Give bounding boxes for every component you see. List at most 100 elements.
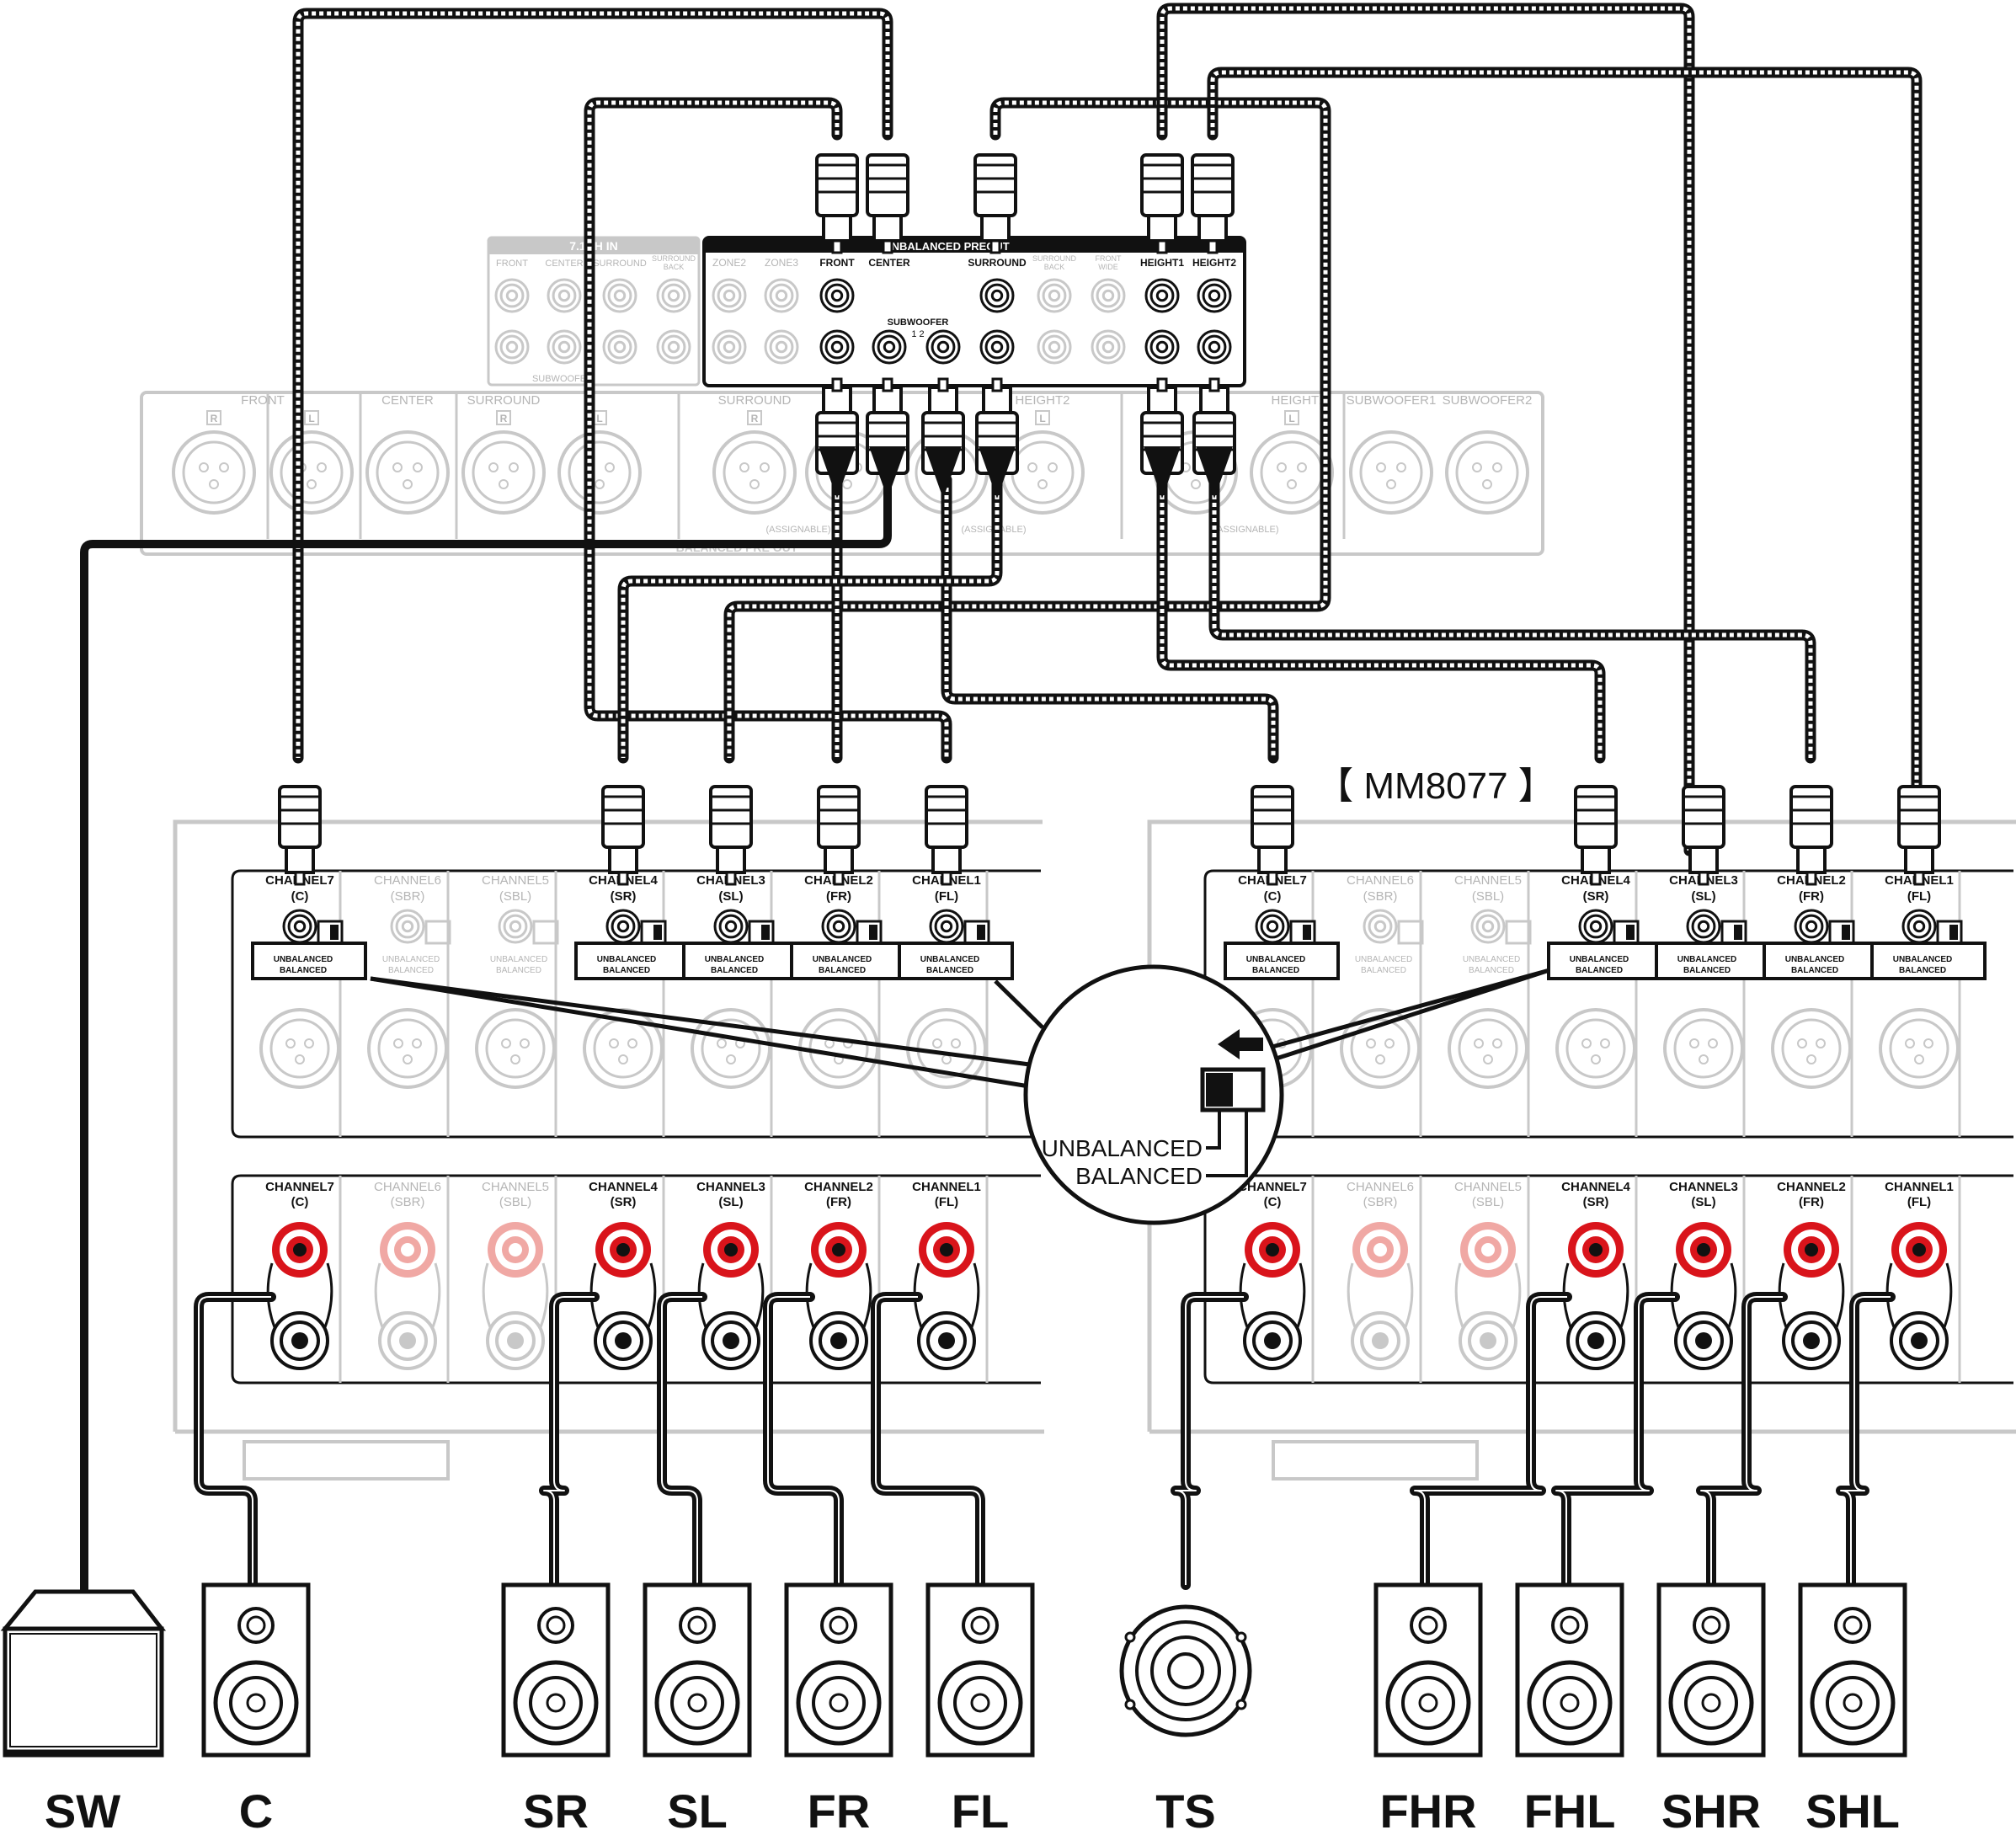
subwoofer-numbers: 1 2	[911, 329, 924, 339]
xlr-connector	[461, 430, 546, 515]
binding-post-plus	[703, 1222, 759, 1278]
xlr-connector	[557, 430, 642, 515]
xlr-connector	[365, 430, 450, 515]
switch-balanced-label: BALANCED	[388, 966, 434, 975]
channel-input-jack	[929, 909, 964, 944]
switch-unbalanced-label: UNBALANCED	[813, 955, 872, 964]
speaker-channel-sub: (C)	[1264, 1195, 1282, 1209]
channel-sub: (FL)	[1907, 889, 1931, 904]
channel-sub: (SR)	[611, 889, 637, 904]
rca-plug	[1574, 785, 1618, 886]
channel-input-jack	[1363, 909, 1398, 944]
speaker-fr-icon	[784, 1582, 893, 1758]
binding-post-minus	[270, 1311, 329, 1370]
xlr-connector	[712, 430, 797, 515]
binding-post-plus	[1676, 1222, 1731, 1278]
amp-channel: CHANNEL3(SL)UNBALANCEDBALANCEDCHANNEL3(S…	[682, 873, 798, 1370]
binding-post-minus	[1782, 1311, 1841, 1370]
channel-switch	[532, 920, 559, 945]
rca-plug	[925, 785, 968, 886]
channel-input-jack	[821, 909, 856, 944]
channel-xlr	[798, 1008, 879, 1089]
channel-name: CHANNEL5	[482, 873, 549, 888]
model-label: 【 MM8077 】	[1316, 766, 1555, 807]
in71-label: BACK	[664, 263, 685, 271]
in71-jack	[656, 278, 691, 313]
channel-input-jack	[498, 909, 533, 944]
channel-name: CHANNEL5	[1454, 873, 1522, 888]
speaker-c-icon	[201, 1582, 311, 1758]
speaker-sl-icon	[643, 1582, 752, 1758]
cable-height2-top	[1207, 67, 1923, 856]
channel-xlr	[1879, 1008, 1960, 1089]
speaker-label: SHL	[1805, 1785, 1900, 1838]
preout-label: BACK	[1044, 263, 1065, 271]
preout-jack-subwoofer2	[925, 329, 961, 365]
balanced-group-label: HEIGHT1	[1271, 393, 1325, 408]
cable-subwoofer-solid	[80, 480, 892, 1609]
binding-post-plus	[488, 1222, 543, 1278]
rl-letter: R	[500, 413, 508, 424]
switch-box	[1763, 942, 1879, 980]
speaker-label: FR	[808, 1785, 871, 1838]
in71-jack	[547, 329, 582, 365]
amp-channel: CHANNEL6(SBR)UNBALANCEDBALANCEDCHANNEL6(…	[1340, 873, 1424, 1370]
channel-sub: (FL)	[935, 889, 958, 904]
cable-front-l	[584, 97, 952, 764]
switch-unbalanced-label: UNBALANCED	[1246, 955, 1306, 964]
preout-jack	[1144, 278, 1180, 313]
rl-letter: L	[1039, 413, 1045, 424]
rl-marker: R	[496, 410, 511, 425]
channel-switch	[1505, 920, 1532, 945]
channel-sub: (SR)	[1583, 889, 1609, 904]
preout-jack	[764, 329, 799, 365]
channel-input-jack	[1578, 909, 1613, 944]
channel-sub: (SBL)	[1472, 889, 1504, 904]
plug-tail	[1144, 446, 1181, 499]
preout-jack	[764, 278, 799, 313]
binding-post-minus	[1890, 1311, 1949, 1370]
speaker-label: C	[239, 1785, 273, 1838]
speaker-shr-icon	[1656, 1582, 1766, 1758]
speaker-label: SW	[45, 1785, 120, 1838]
speaker-channel-name: CHANNEL7	[1238, 1180, 1307, 1194]
preout-jack	[979, 329, 1015, 365]
switch-unbalanced-label: UNBALANCED	[490, 955, 547, 964]
preout-jack	[1197, 278, 1232, 313]
channel-input-jack	[605, 909, 641, 944]
speaker-channel-name: CHANNEL6	[1347, 1180, 1414, 1194]
speaker-cable	[1836, 1292, 1896, 1590]
speaker-channel-name: CHANNEL1	[1885, 1180, 1954, 1194]
preout-jack	[1037, 278, 1072, 313]
speaker-channel-name: CHANNEL6	[374, 1180, 441, 1194]
preout-jack	[1037, 329, 1072, 365]
speaker-sr-icon	[501, 1582, 611, 1758]
binding-post-plus	[272, 1222, 328, 1278]
channel-name: CHANNEL6	[1347, 873, 1414, 888]
preout-jack	[712, 329, 747, 365]
switch-balanced-label: BALANCED	[496, 966, 541, 975]
channel-switch	[1397, 920, 1424, 945]
in71-label: SURROUND	[652, 254, 696, 263]
switch-unbalanced-label: UNBALANCED	[1785, 955, 1845, 964]
plug-tail	[1196, 446, 1233, 499]
rca-plug	[1251, 785, 1294, 886]
plug-tail	[819, 446, 856, 499]
speaker-channel-sub: (SL)	[718, 1195, 743, 1209]
speaker-channel-sub: (SBL)	[499, 1195, 531, 1209]
channel-input-jack	[282, 909, 317, 944]
binding-post-plus	[595, 1222, 651, 1278]
amp-channel: CHANNEL1(FL)UNBALANCEDBALANCEDCHANNEL1(F…	[898, 873, 1014, 1370]
speaker-shl-icon	[1798, 1582, 1907, 1758]
rca-plug	[278, 785, 322, 886]
switch-box	[790, 942, 906, 980]
cable-height2	[1208, 474, 1816, 764]
assignable-label: (ASSIGNABLE)	[765, 525, 830, 535]
rca-plug	[709, 785, 753, 886]
ceiling-speaker-icon	[1119, 1604, 1252, 1737]
channel-input-jack	[1686, 909, 1721, 944]
rl-marker: R	[206, 410, 221, 425]
speaker-channel-name: CHANNEL1	[912, 1180, 981, 1194]
speaker-channel-sub: (SBL)	[1472, 1195, 1504, 1209]
